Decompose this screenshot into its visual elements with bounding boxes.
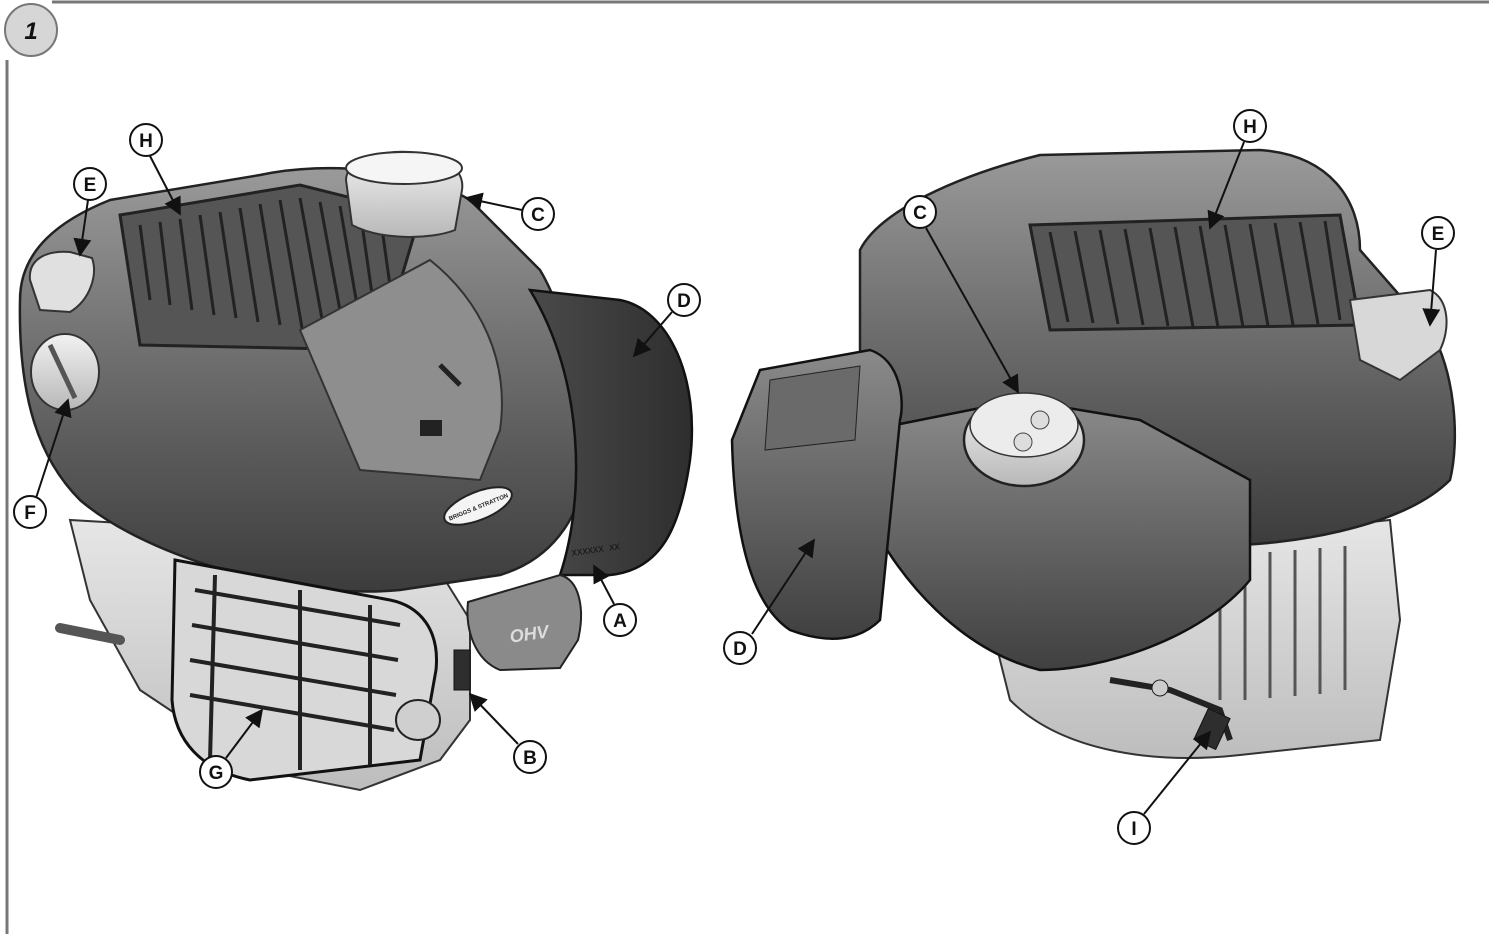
callout-letter: C xyxy=(531,205,545,226)
engine-left-spark-plug xyxy=(453,649,471,691)
callout-letter: E xyxy=(1432,224,1445,245)
callout-letter: C xyxy=(913,203,927,224)
callout-right-i: I xyxy=(1117,730,1212,845)
engine-left-slot-1 xyxy=(420,420,442,436)
figure-frame: 1 xyxy=(4,0,1489,934)
callout-right-d: D xyxy=(723,538,815,665)
callout-letter: H xyxy=(139,131,153,152)
callout-letter: F xyxy=(24,503,36,524)
engine-right-illustration xyxy=(730,148,1457,759)
engine-right-grille xyxy=(1028,213,1362,332)
callout-left-e: E xyxy=(73,167,107,257)
figure-number: 1 xyxy=(24,18,37,45)
engine-right-fuel-tank xyxy=(868,398,1252,672)
callout-left-a: A xyxy=(593,564,637,637)
engine-left-muffler: OHV xyxy=(466,573,582,672)
engine-left-blower-housing xyxy=(527,288,694,577)
callout-right-h: H xyxy=(1207,109,1267,230)
callout-letter: H xyxy=(1243,117,1257,138)
callout-left-c: C xyxy=(464,192,555,231)
figure-number-badge xyxy=(4,3,58,57)
callout-letter: D xyxy=(677,291,691,312)
engine-right-fuel-cap xyxy=(962,392,1086,488)
callout-left-f: F xyxy=(13,398,72,529)
engine-left-air-filter xyxy=(170,558,441,782)
callout-left-d: D xyxy=(632,283,701,358)
callout-letter: I xyxy=(1131,819,1136,840)
engine-right-base xyxy=(988,518,1402,759)
callout-letter: A xyxy=(613,611,627,632)
engine-left-handle xyxy=(28,250,95,314)
callout-letter: G xyxy=(209,763,224,784)
engine-left-illustration: BRIGGS & STRATTON xyxy=(18,150,694,792)
engine-right-callouts: H C E D I xyxy=(723,109,1455,845)
callout-letter: E xyxy=(84,175,97,196)
callout-left-b: B xyxy=(468,692,547,774)
callout-right-c: C xyxy=(903,195,1019,394)
callout-letter: D xyxy=(733,639,747,660)
engine-left-fuel-cap xyxy=(30,333,100,411)
engine-left-callouts: H E C D F A xyxy=(13,123,701,789)
callout-left-h: H xyxy=(129,123,181,216)
callout-left-g: G xyxy=(199,708,264,789)
engine-left-top-panel xyxy=(298,258,503,482)
callout-letter: B xyxy=(523,748,537,769)
engine-right-cooling-fins xyxy=(1218,546,1347,700)
callout-right-e: E xyxy=(1421,216,1455,327)
engine-left-oil-cap xyxy=(344,150,464,238)
engine-left-rod xyxy=(55,623,125,645)
engine-right-air-filter-box xyxy=(730,348,903,640)
engine-left-slot-2 xyxy=(438,363,462,387)
